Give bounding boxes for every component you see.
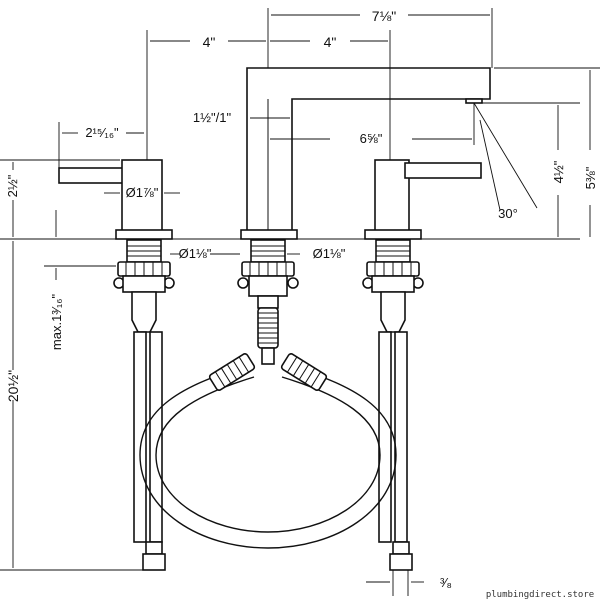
- dim-connection: ³⁄₈: [440, 575, 452, 590]
- dim-handle-diameter: Ø1⅞": [126, 185, 159, 200]
- dim-left-thread: Ø1⅛": [179, 246, 212, 261]
- dim-angle: 30°: [498, 206, 518, 221]
- left-handle-body: [121, 159, 163, 233]
- dim-handle-length: 2¹⁵⁄₁₆": [85, 125, 119, 140]
- watermark: plumbingdirect.store: [486, 590, 594, 600]
- hose-right-coupling: [280, 353, 328, 391]
- dim-total-height: 5⅜": [583, 166, 598, 189]
- dim-spout-reach: 7⅛": [372, 8, 396, 24]
- dim-right-spacing: 4": [324, 34, 337, 50]
- left-supply-nut: [142, 553, 166, 571]
- right-valve-body: [380, 291, 406, 333]
- right-handle-body: [374, 159, 410, 233]
- dim-center-thread: Ø1⅛": [313, 246, 346, 261]
- spout-aerator: [465, 98, 483, 104]
- left-supply-line-a: [133, 331, 147, 543]
- center-adapter: [257, 295, 279, 309]
- hose-inner: [155, 376, 381, 533]
- dim-left-spacing: 4": [203, 34, 216, 50]
- left-supply-fitting: [145, 541, 163, 555]
- dim-max-thickness: max.1³⁄₁₆": [49, 294, 64, 351]
- hose-outer: [139, 364, 397, 549]
- right-supply-nut: [389, 553, 413, 571]
- dimension-lines: [0, 8, 600, 596]
- left-valve: [113, 239, 175, 333]
- dim-overall-below: 20½": [5, 370, 21, 402]
- spout-body: [246, 67, 491, 233]
- left-lock-nut: [122, 275, 166, 293]
- right-valve: [362, 239, 424, 333]
- left-handle-flange: [115, 229, 173, 240]
- right-handle: [364, 159, 482, 240]
- spout-flange: [240, 229, 298, 240]
- right-handle-lever: [404, 162, 482, 179]
- dim-spout-thickness: 1½"/1": [193, 110, 232, 125]
- center-valve: [237, 239, 299, 365]
- hose-left-coupling: [208, 353, 256, 391]
- loop-hose: [139, 353, 397, 549]
- left-handle: [58, 159, 173, 240]
- dim-outlet-height: 6⅝": [360, 131, 383, 146]
- right-supply-line-b: [394, 331, 408, 543]
- center-lock-nut: [248, 275, 288, 297]
- spout: [240, 67, 491, 240]
- right-supply-fitting: [392, 541, 410, 555]
- right-supply-line-a: [378, 331, 392, 543]
- supply-lines: [133, 331, 413, 571]
- tee-connector: [261, 347, 275, 365]
- dim-spout-height: 4½": [551, 160, 566, 183]
- dim-handle-height: 2½": [5, 174, 20, 197]
- left-valve-body: [131, 291, 157, 333]
- right-handle-flange: [364, 229, 422, 240]
- right-lock-nut: [371, 275, 415, 293]
